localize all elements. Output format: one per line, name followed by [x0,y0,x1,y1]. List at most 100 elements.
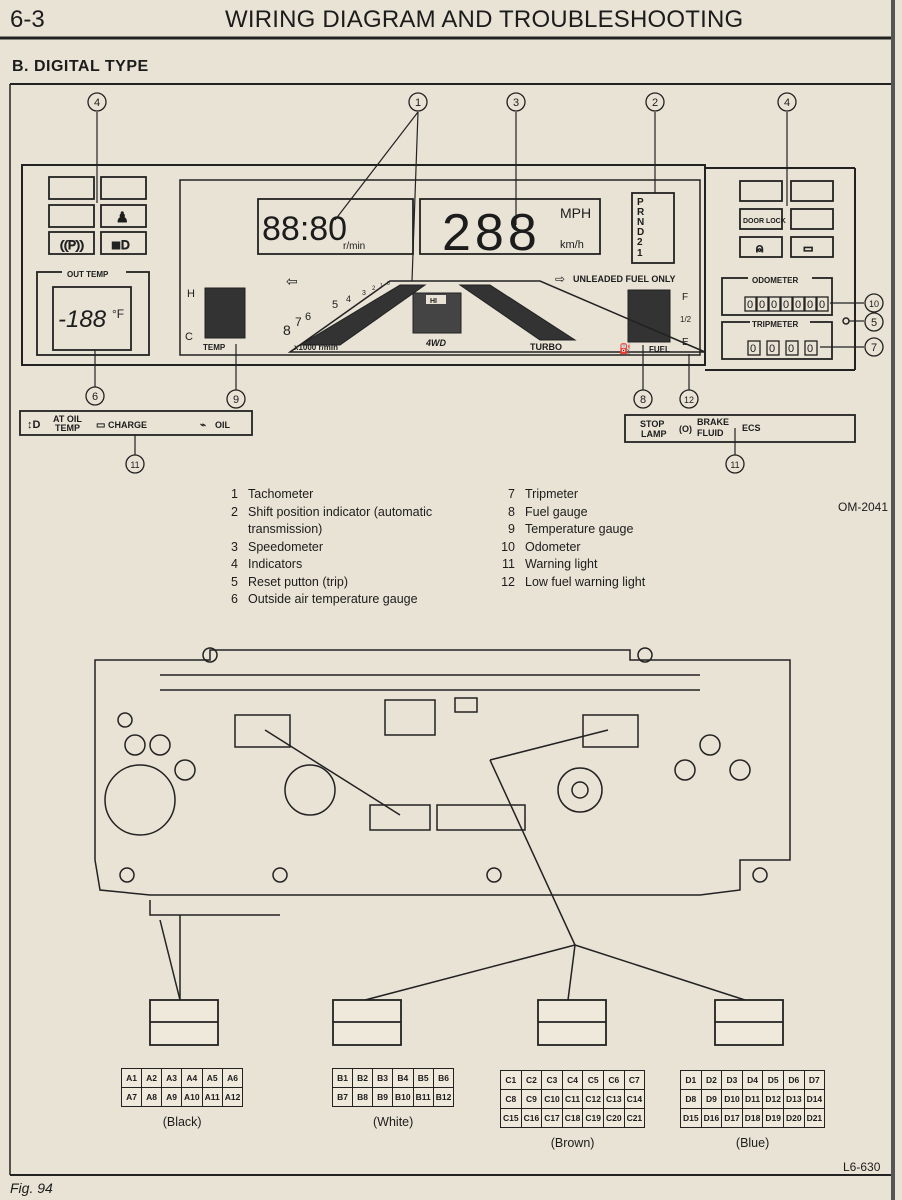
meter-housing-drawing [94,647,791,1001]
connector-pin: D10 [721,1089,743,1109]
svg-text:BRAKE: BRAKE [697,417,729,427]
connector-pin: B7 [332,1087,353,1107]
shift-position-indicator [631,192,675,264]
svg-text:CHARGE: CHARGE [108,420,147,430]
connector-pin: C11 [561,1089,584,1109]
svg-text:3: 3 [362,290,366,297]
legend-item: 11 Warning light [493,556,785,574]
svg-text:4: 4 [346,294,351,304]
digit-cell [768,296,781,312]
svg-text:D: D [637,227,644,238]
fuel-e: E [682,337,689,348]
connector-pin: A1 [121,1068,142,1088]
svg-text:4: 4 [94,97,100,109]
legend-number: 11 [502,557,515,571]
digit-cell [744,296,757,312]
display-frame [179,179,701,356]
connector-pin: C13 [602,1089,625,1109]
figure-code: OM-2041 [838,500,889,514]
svg-text:FLUID: FLUID [697,428,724,438]
warning-strip-left [19,410,253,436]
connector-bodies [149,999,784,1046]
connector-pin: D12 [762,1089,784,1109]
connector-pin: A10 [181,1087,203,1107]
seatbelt-icon: ♟ [116,209,129,225]
legend-label: Warning light [525,557,598,571]
svg-text:4: 4 [784,97,790,109]
door-lock-indicator: DOOR LOCK [743,218,786,225]
svg-text:10: 10 [869,299,879,309]
legend-label: Speedometer [248,539,324,554]
legend-label: transmission) [248,522,323,536]
connector-pin: D1 [680,1070,702,1090]
tripmeter-label: TRIPMETER [752,320,798,329]
tach-scale-unit: x1000 r/min [294,343,338,352]
headlight-icon: ≣D [111,238,130,252]
tach-bar-graph [298,284,427,346]
trip-reset-button[interactable] [842,317,850,325]
parking-brake-icon: ((P)) [60,238,84,252]
connector-pin: A3 [161,1068,182,1088]
svg-text:5: 5 [332,299,338,311]
legend-label: Odometer [525,539,581,554]
hi-indicator: HI [430,298,437,305]
connector-pin: C7 [623,1070,646,1090]
unleaded-fuel-label: UNLEADED FUEL ONLY [573,274,676,284]
legend-label: Outside air temperature gauge [248,592,418,606]
temp-c: C [185,331,193,343]
legend-label: Temperature gauge [525,522,634,536]
legend-label: Tachometer [248,487,314,501]
out-temp-unit: °F [112,307,124,321]
connector-pin: D16 [700,1108,723,1128]
connector-pin: D4 [741,1070,764,1090]
digit-cell [766,340,780,356]
svg-text:AT OIL: AT OIL [53,414,82,424]
oil-can-icon: ⌁ [200,420,206,431]
temp-label: TEMP [203,343,226,352]
svg-text:2: 2 [652,97,658,109]
panel-outer [21,164,706,366]
connector-pin: D21 [803,1108,826,1128]
connector-color-label: (Brown) [550,1136,595,1150]
svg-text:7: 7 [871,342,877,354]
digit: 0 [783,299,789,311]
svg-text:R: R [637,207,645,218]
svg-text:9: 9 [233,394,239,406]
digit: 0 [807,343,813,355]
connector-pin: C16 [520,1108,543,1128]
legend-label: Indicators [248,557,303,571]
svg-text:1: 1 [637,248,643,259]
connector-pin: D7 [803,1070,826,1090]
at-oil-temp-icon: ↕D [27,419,41,431]
svg-text:8: 8 [283,322,291,338]
connector-pin: D20 [782,1108,805,1128]
turbo-label: TURBO [530,342,562,352]
temp-h: H [187,288,195,300]
svg-text:TEMP: TEMP [55,423,80,433]
digit-cell [756,296,769,312]
legend-number: 3 [231,539,238,554]
warning-lights-right: STOP LAMP (O) BRAKE FLUID ECS [640,417,761,439]
turbo-display [287,280,706,353]
svg-text:N: N [637,217,644,228]
svg-text:STOP: STOP [640,419,664,429]
connector-pin: B4 [392,1068,414,1088]
connector-pin: C21 [623,1108,646,1128]
svg-text:1: 1 [415,97,421,109]
connector-pin: C17 [541,1108,563,1128]
legend-number: 12 [501,574,515,589]
connector-pin: D3 [721,1070,743,1090]
warning-lights-left: ↕D AT OIL TEMP ▭ CHARGE ⌁ OIL [27,414,231,433]
